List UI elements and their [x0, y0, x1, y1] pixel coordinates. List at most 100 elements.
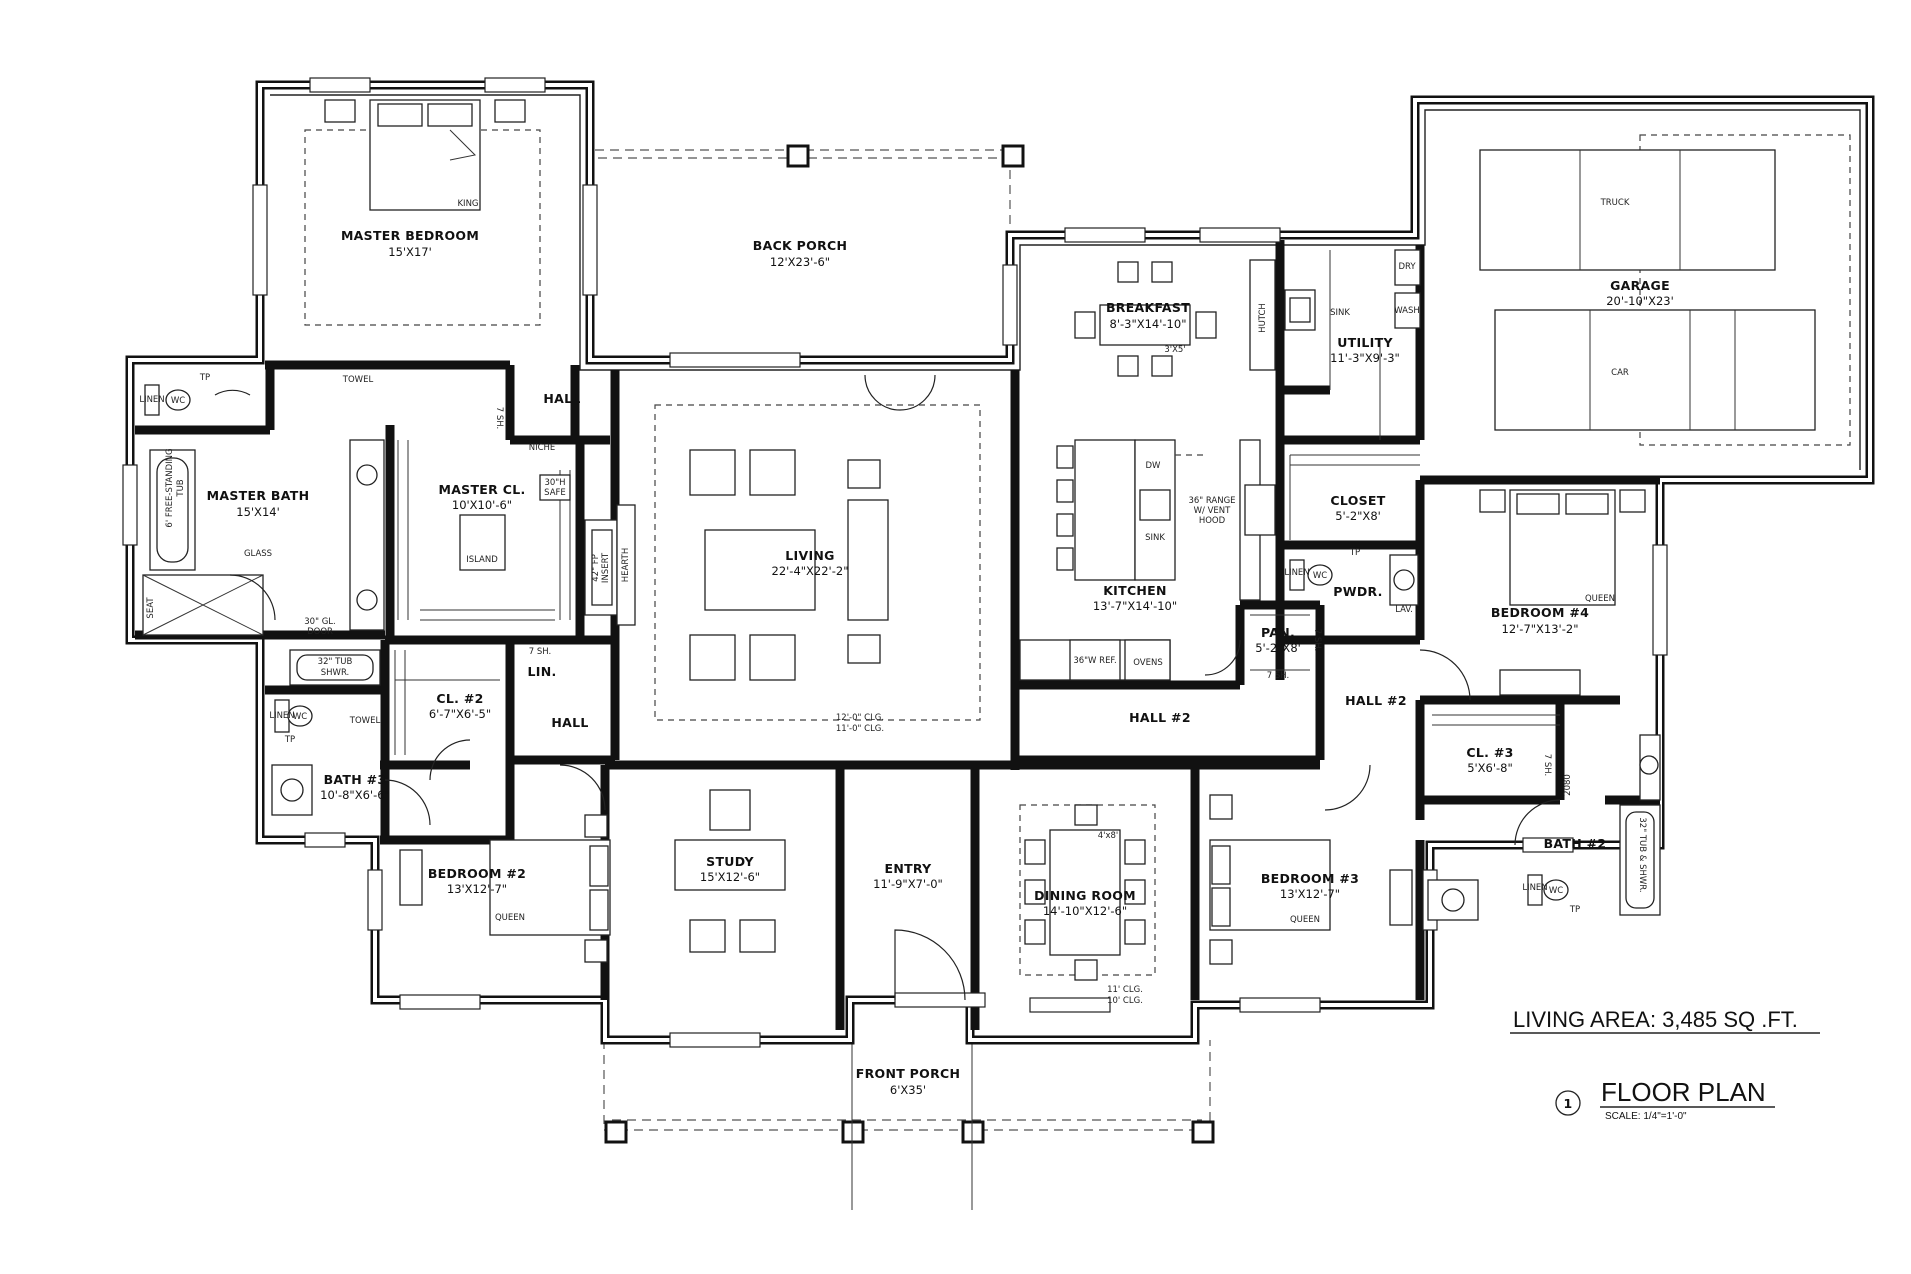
room-labels: MASTER BEDROOM 15'X17' BACK PORCH 12'X23… — [207, 228, 1674, 1097]
hall-2-name: HALL — [551, 715, 588, 730]
plan-scale: SCALE: 1/4"=1'-0" — [1605, 1111, 1687, 1122]
glass-label: GLASS — [244, 549, 272, 559]
fp-label-1: 42" FP — [591, 554, 601, 581]
queen-label-4: QUEEN — [1585, 594, 1615, 604]
front-porch-dim: 6'X35' — [890, 1083, 926, 1097]
entry-dim: 11'-9"X7'-0" — [873, 877, 943, 891]
study-dim: 15'X12'-6" — [700, 870, 760, 884]
table-4x8-label: 4'x8' — [1098, 831, 1119, 841]
wc-label-pwdr: WC — [1313, 571, 1327, 581]
car-label: CAR — [1611, 368, 1629, 378]
back-porch-name: BACK PORCH — [753, 238, 847, 253]
master-closet-name: MASTER CL. — [438, 482, 525, 497]
utility-dim: 11'-3"X9'-3" — [1330, 351, 1400, 365]
dining-dim: 14'-10"X12'-6" — [1043, 904, 1127, 918]
front-porch-name: FRONT PORCH — [856, 1066, 960, 1081]
king-label: KING — [457, 199, 478, 209]
master-bedroom-name: MASTER BEDROOM — [341, 228, 479, 243]
linen-label-bath3: LINEN — [269, 711, 294, 721]
bedroom-3-furniture — [1209, 764, 1413, 965]
linen-label-master: LINEN — [139, 395, 164, 405]
tub32-label-1: 32" TUB — [318, 657, 353, 667]
kitchen-dim: 13'-7"X14'-10" — [1093, 599, 1177, 613]
ref-label: 36"W REF. — [1073, 656, 1116, 666]
cl-2-name: CL. #2 — [436, 691, 483, 706]
lin-name: LIN. — [527, 664, 556, 679]
tp-label-bath3: TP — [284, 735, 295, 745]
tp-label-pwdr: TP — [1349, 548, 1360, 558]
front-porch-outline — [603, 1040, 1215, 1210]
sink-label-kitchen: SINK — [1145, 533, 1165, 543]
towel-label-bath3: TOWEL — [349, 716, 381, 726]
tp-label-master: TP — [199, 373, 210, 383]
bedroom-2-name: BEDROOM #2 — [428, 866, 526, 881]
study-furniture — [674, 789, 786, 953]
tp-label-bath2: TP — [1569, 905, 1580, 915]
cl-3-dim: 5'X6'-8" — [1467, 761, 1513, 775]
fireplace — [584, 504, 636, 626]
clg-dining-2: 10' CLG. — [1107, 996, 1143, 1006]
seven-sh-label-pan-2: 7 SH. — [1267, 671, 1289, 681]
dw-label: DW — [1146, 461, 1162, 471]
closet-dim: 5'-2"X8' — [1335, 509, 1381, 523]
pantry-dim: 5'-2"X8' — [1255, 641, 1301, 655]
pwdr-name: PWDR. — [1333, 584, 1382, 599]
breakfast-dim: 8'-3"X14'-10" — [1110, 317, 1187, 331]
bath-2-name: BATH #2 — [1544, 836, 1607, 851]
range-label-3: HOOD — [1199, 516, 1226, 526]
seven-sh-label-2: 7 SH. — [529, 647, 551, 657]
plan-number: 1 — [1564, 1096, 1573, 1111]
bath-3-fixtures — [271, 649, 500, 826]
master-closet-dim: 10'X10'-6" — [452, 498, 512, 512]
safe-label-1: 30"H — [544, 478, 565, 488]
tub-free-label-2: TUB — [176, 479, 186, 497]
bedroom-4-dim: 12'-7"X13'-2" — [1502, 622, 1579, 636]
bedroom-2-dim: 13'X12'-7" — [447, 882, 507, 896]
seven-sh-label-1: 7 SH. — [494, 407, 504, 429]
dining-name: DINING ROOM — [1034, 888, 1136, 903]
seat-label: SEAT — [146, 597, 156, 619]
hall-1-name: HALL — [543, 391, 580, 406]
dry-label: DRY — [1398, 262, 1416, 272]
entry-name: ENTRY — [884, 861, 932, 876]
linen-label-bath2: LINEN — [1522, 883, 1547, 893]
master-bedroom-furniture — [304, 99, 541, 326]
queen-label-3: QUEEN — [1290, 915, 1320, 925]
queen-label-2: QUEEN — [495, 913, 525, 923]
utility-fixtures — [1284, 249, 1421, 440]
clg-living-1: 12'-0" CLG. — [836, 713, 884, 723]
door-30-label-2: DOOR — [307, 627, 333, 637]
hutch-label: HUTCH — [1258, 303, 1268, 333]
safe-label-2: SAFE — [544, 488, 566, 498]
windows — [122, 77, 1668, 1048]
pantry-name: PAN. — [1261, 625, 1295, 640]
towel-label-master: TOWEL — [342, 375, 374, 385]
utility-name: UTILITY — [1337, 335, 1393, 350]
breakfast-name: BREAKFAST — [1106, 300, 1190, 315]
annotation-labels: KING TOWEL TP LINEN WC 6' FREE-STANDING … — [139, 198, 1647, 1006]
hall-right-name: HALL #2 — [1345, 693, 1407, 708]
title-block — [1510, 1032, 1820, 1116]
master-bath-dim: 15'X14' — [236, 505, 279, 519]
cl-3-name: CL. #3 — [1466, 745, 1513, 760]
hearth-label: HEARTH — [621, 548, 631, 582]
bedroom-2-furniture — [399, 764, 611, 963]
living-area-text: LIVING AREA: 3,485 SQ .FT. — [1513, 1007, 1798, 1032]
bedroom-3-name: BEDROOM #3 — [1261, 871, 1359, 886]
wc-label-bath3: WC — [293, 712, 307, 722]
master-closet-fixtures — [397, 440, 571, 621]
entry-door — [894, 929, 966, 1001]
back-porch-dim: 12'X23'-6" — [770, 255, 830, 269]
hall-center-name: HALL #2 — [1129, 710, 1191, 725]
door-2080-label: 2080 — [1563, 774, 1573, 796]
wash-label: WASH — [1394, 306, 1420, 316]
bedroom-4-furniture — [1419, 489, 1661, 801]
garage-vehicles — [1479, 134, 1851, 446]
lav-label: LAV. — [1395, 605, 1413, 615]
sink-label-utility: SINK — [1330, 308, 1350, 318]
kitchen-fixtures — [1019, 439, 1276, 681]
garage-dim: 20'-10"X23' — [1606, 294, 1674, 308]
fp-label-2: INSERT — [601, 552, 611, 583]
truck-label: TRUCK — [1600, 198, 1630, 208]
